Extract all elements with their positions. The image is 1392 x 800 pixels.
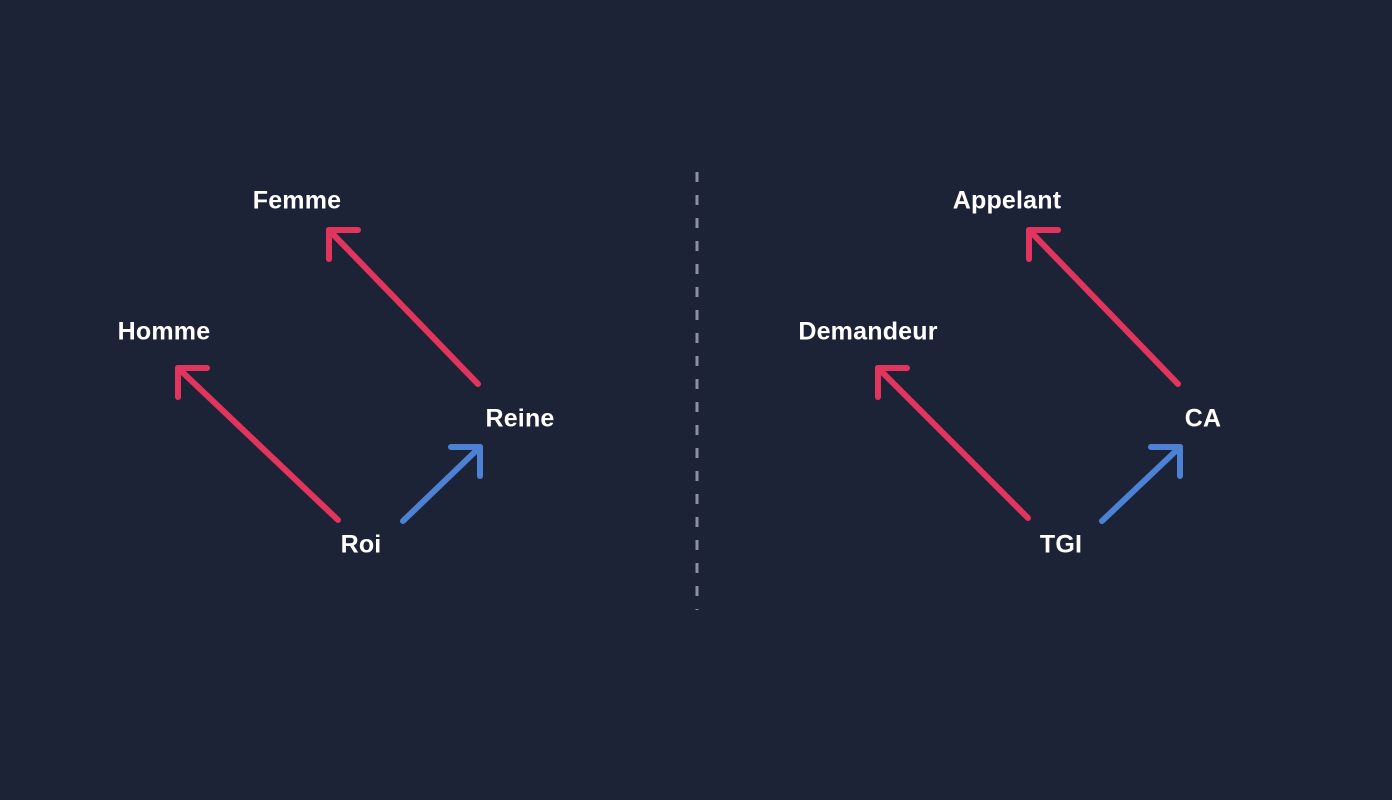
arrows-group bbox=[175, 227, 1183, 524]
arrow-tgi-to-ca bbox=[1099, 444, 1183, 524]
arrow-shaft bbox=[175, 365, 341, 523]
node-label-ca: CA bbox=[1184, 404, 1222, 433]
node-label-reine: Reine bbox=[485, 404, 555, 433]
arrow-shaft bbox=[1026, 227, 1181, 387]
arrow-ca-to-appelant bbox=[1026, 227, 1181, 387]
arrow-shaft bbox=[400, 444, 483, 524]
arrow-shaft bbox=[875, 365, 1031, 521]
arrow-shaft bbox=[326, 227, 481, 387]
node-label-homme: Homme bbox=[117, 317, 211, 346]
node-label-tgi: TGI bbox=[1039, 530, 1083, 559]
node-label-demandeur: Demandeur bbox=[798, 317, 938, 346]
node-label-femme: Femme bbox=[252, 186, 342, 215]
node-label-appelant: Appelant bbox=[952, 186, 1062, 215]
arrow-roi-to-reine bbox=[400, 444, 483, 524]
arrow-roi-to-homme bbox=[175, 365, 341, 523]
arrow-tgi-to-demandeur bbox=[875, 365, 1031, 521]
node-label-roi: Roi bbox=[340, 530, 382, 559]
arrow-reine-to-femme bbox=[326, 227, 481, 387]
arrow-shaft bbox=[1099, 444, 1183, 524]
